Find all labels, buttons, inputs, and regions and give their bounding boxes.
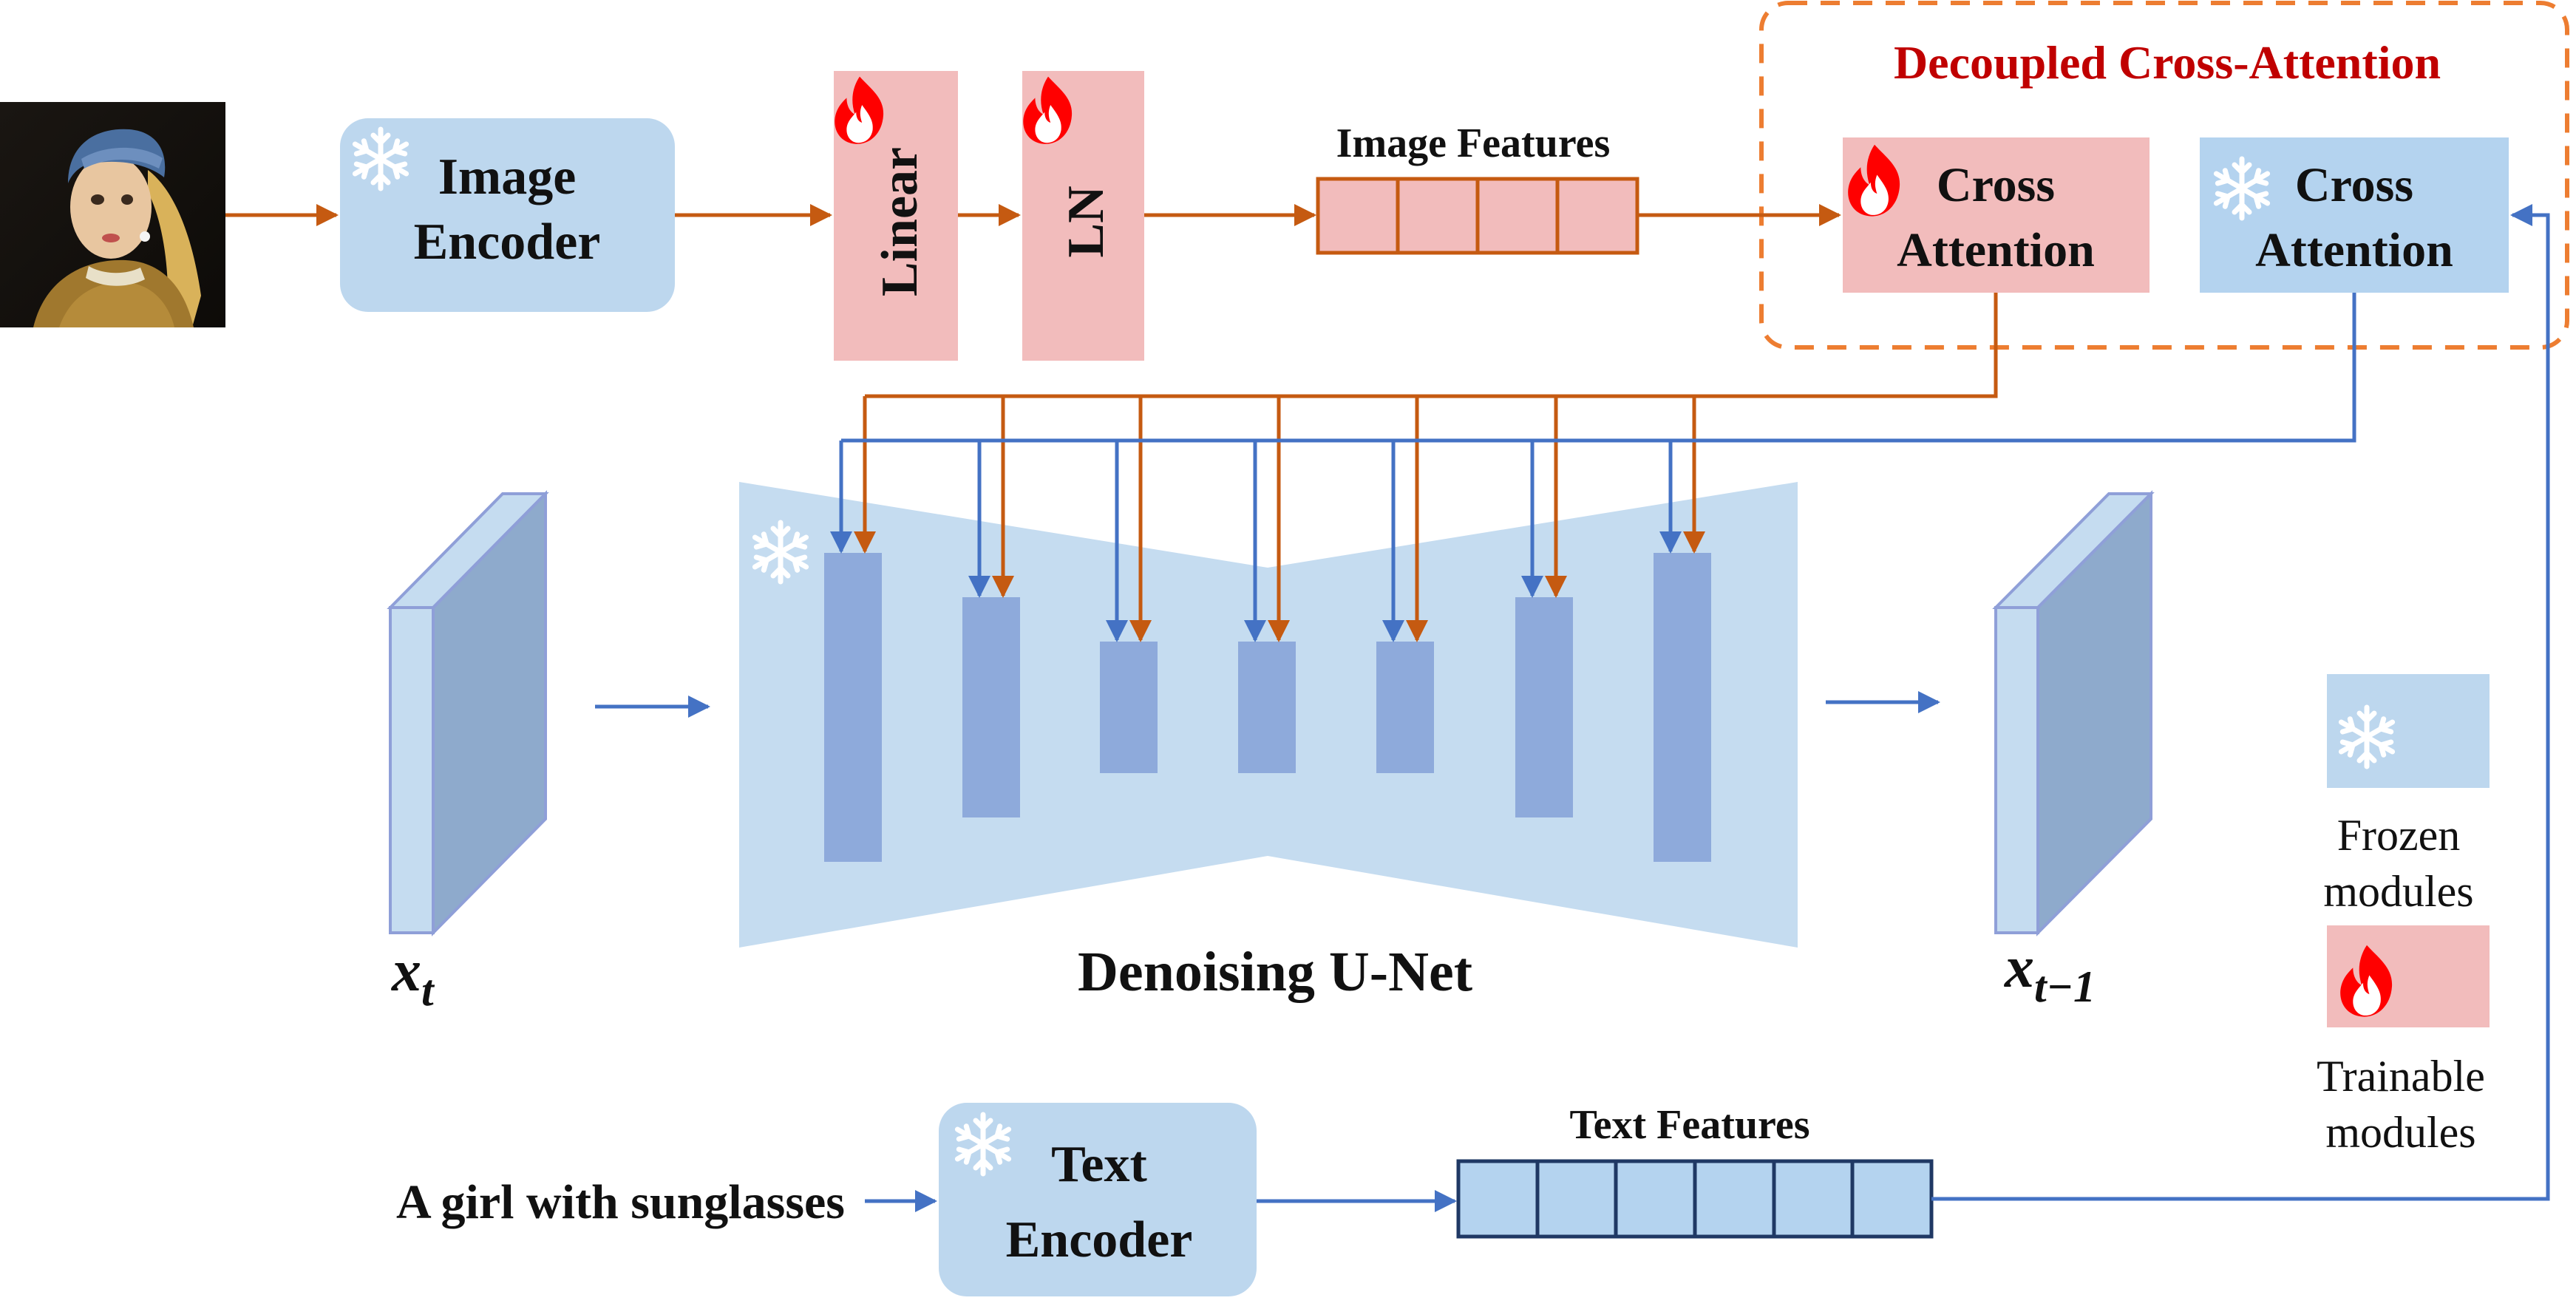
text-features: Text Features: [1456, 1102, 1934, 1239]
xt-sub: t: [421, 966, 435, 1015]
image-encoder-label-line1: Image: [438, 149, 577, 205]
cross-attention-frozen-line1: Cross: [2295, 158, 2413, 212]
text-prompt: A girl with sunglasses: [396, 1175, 845, 1229]
cross-attention-frozen-line2: Attention: [2255, 223, 2453, 277]
decoupled-cross-attention: Decoupled Cross-Attention Cross Attentio…: [1759, 1, 2569, 350]
linear-label: Linear: [871, 147, 928, 296]
image-features: Image Features: [1316, 120, 1639, 255]
text-encoder-label-line1: Text: [1051, 1136, 1147, 1193]
legend-frozen-line1: Frozen: [2337, 811, 2461, 860]
prompt-text: A girl with sunglasses: [396, 1175, 845, 1229]
portrait-image: [0, 102, 225, 327]
legend-frozen-line2: modules: [2323, 867, 2473, 916]
latent-arrows: [595, 691, 1940, 718]
legend-trainable-line1: Trainable: [2317, 1052, 2485, 1101]
svg-text:xt: xt: [391, 939, 435, 1015]
layernorm-layer: LN: [1022, 71, 1144, 361]
image-encoder: Image Encoder: [340, 118, 675, 312]
denoising-unet: Denoising U-Net: [739, 482, 1798, 1003]
svg-text:xt−1: xt−1: [2004, 935, 2096, 1011]
image-features-label: Image Features: [1336, 120, 1611, 166]
cross-attention-trainable: Cross Attention: [1843, 137, 2150, 293]
image-encoder-label-line2: Encoder: [414, 214, 601, 271]
xt1-sub: t−1: [2034, 962, 2096, 1011]
text-encoder-label-line2: Encoder: [1006, 1211, 1193, 1268]
decoupled-title: Decoupled Cross-Attention: [1894, 36, 2441, 89]
legend-frozen: Frozen modules: [2323, 674, 2490, 916]
ln-label: LN: [1058, 186, 1115, 257]
unet-blocks: [824, 553, 1711, 862]
text-path-arrows: [865, 204, 2550, 1212]
cross-attention-trainable-line2: Attention: [1897, 223, 2095, 277]
legend-trainable-line2: modules: [2325, 1108, 2475, 1157]
text-features-label: Text Features: [1569, 1102, 1809, 1148]
latent-xt: xt: [387, 490, 549, 1015]
cross-attention-trainable-line1: Cross: [1937, 158, 2055, 212]
legend-trainable: Trainable modules: [2317, 925, 2490, 1157]
unet-label: Denoising U-Net: [1078, 941, 1472, 1003]
cross-attention-frozen: Cross Attention: [2200, 137, 2509, 293]
frozen-attention-connections: [830, 293, 2356, 642]
text-encoder: Text Encoder: [939, 1103, 1257, 1296]
legend: Frozen modules Trainable modules: [2317, 674, 2490, 1157]
xt1-base: x: [2004, 935, 2034, 1000]
latent-xt-minus-1: xt−1: [1992, 490, 2155, 1011]
linear-layer: Linear: [834, 71, 958, 361]
xt-base: x: [391, 939, 421, 1004]
trainable-attention-connections: [854, 293, 1998, 642]
